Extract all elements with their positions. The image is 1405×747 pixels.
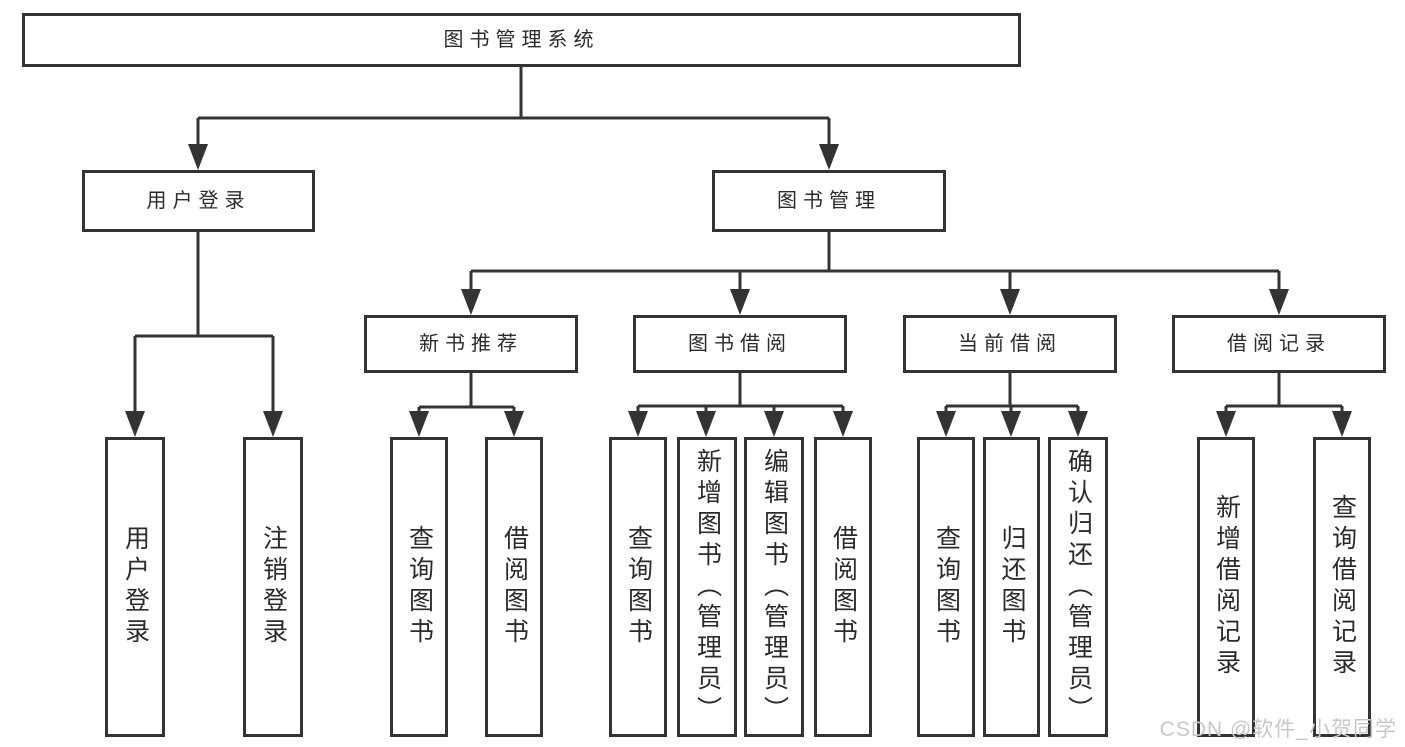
arrow-down-icon — [125, 411, 145, 437]
arrow-down-icon — [1216, 411, 1236, 437]
arrow-down-icon — [188, 144, 208, 170]
arrow-down-icon — [1269, 289, 1289, 315]
leaf-br-add-borrow-record: 新增借阅记录 — [1197, 437, 1255, 737]
leaf-bb-query-books: 查询图书 — [609, 437, 667, 737]
node-borrowing-records: 借阅记录 — [1172, 315, 1386, 373]
node-label: 用户登录 — [146, 190, 251, 212]
node-label: 查询图书 — [405, 525, 434, 649]
node-label: 查询图书 — [624, 525, 653, 649]
node-book-borrowing: 图书借阅 — [633, 315, 847, 373]
arrow-down-icon — [1068, 411, 1088, 437]
leaf-cb-return-books: 归还图书 — [983, 437, 1040, 737]
leaf-cb-query-books: 查询图书 — [917, 437, 975, 737]
connector-book-management-to-level3 — [461, 231, 1289, 315]
arrow-down-icon — [819, 144, 839, 170]
node-label: 注销登录 — [259, 525, 288, 649]
node-label: 编辑图书（管理员） — [760, 447, 789, 727]
leaf-bb-borrow-books: 借阅图书 — [814, 437, 872, 737]
arrow-down-icon — [628, 411, 648, 437]
arrow-down-icon — [1332, 411, 1352, 437]
node-current-borrowing: 当前借阅 — [903, 315, 1117, 373]
arrow-down-icon — [461, 289, 481, 315]
leaf-bb-edit-books-admin: 编辑图书（管理员） — [744, 437, 804, 737]
node-new-book-recommend: 新书推荐 — [364, 315, 578, 373]
leaf-br-query-borrow-record: 查询借阅记录 — [1313, 437, 1371, 737]
node-label: 查询借阅记录 — [1328, 494, 1357, 680]
node-label: 图书借阅 — [688, 333, 792, 355]
connector-book-borrowing-to-children — [628, 373, 853, 437]
node-label: 新增图书（管理员） — [693, 447, 722, 727]
node-label: 确认归还（管理员） — [1064, 447, 1093, 727]
leaf-cb-confirm-return-admin: 确认归还（管理员） — [1048, 437, 1108, 737]
arrow-down-icon — [409, 411, 429, 437]
node-label: 新增借阅记录 — [1212, 494, 1241, 680]
arrow-down-icon — [936, 411, 956, 437]
node-label: 图书管理系统 — [443, 29, 600, 51]
node-label: 借阅记录 — [1227, 333, 1331, 355]
connector-current-borrowing-to-children — [936, 373, 1088, 437]
leaf-nb-query-books: 查询图书 — [390, 437, 448, 737]
connector-root-to-level2 — [188, 67, 839, 170]
node-label: 图书管理 — [777, 190, 881, 212]
node-root: 图书管理系统 — [22, 13, 1021, 67]
arrow-down-icon — [1000, 289, 1020, 315]
node-label: 借阅图书 — [829, 525, 858, 649]
leaf-bb-add-books-admin: 新增图书（管理员） — [677, 437, 737, 737]
leaf-user-login: 用户登录 — [105, 437, 165, 737]
node-label: 归还图书 — [998, 525, 1026, 649]
node-label: 用户登录 — [121, 525, 150, 649]
connector-new-book-recommend-to-children — [409, 373, 524, 437]
node-book-management: 图书管理 — [712, 170, 946, 232]
arrow-down-icon — [833, 411, 853, 437]
arrow-down-icon — [263, 411, 283, 437]
arrow-down-icon — [764, 411, 784, 437]
node-label: 当前借阅 — [958, 333, 1062, 355]
arrow-down-icon — [730, 289, 750, 315]
node-label: 借阅图书 — [500, 525, 529, 649]
node-label: 查询图书 — [932, 525, 961, 649]
leaf-logout: 注销登录 — [243, 437, 303, 737]
leaf-nb-borrow-books: 借阅图书 — [485, 437, 543, 737]
node-label: 新书推荐 — [419, 333, 523, 355]
watermark: CSDN @软件_小贺同学 — [1159, 718, 1397, 741]
arrow-down-icon — [504, 411, 524, 437]
arrow-down-icon — [696, 411, 716, 437]
connector-user-login-to-children — [125, 232, 283, 437]
connector-borrowing-records-to-children — [1216, 373, 1352, 437]
arrow-down-icon — [1001, 411, 1021, 437]
node-user-login: 用户登录 — [82, 170, 315, 232]
